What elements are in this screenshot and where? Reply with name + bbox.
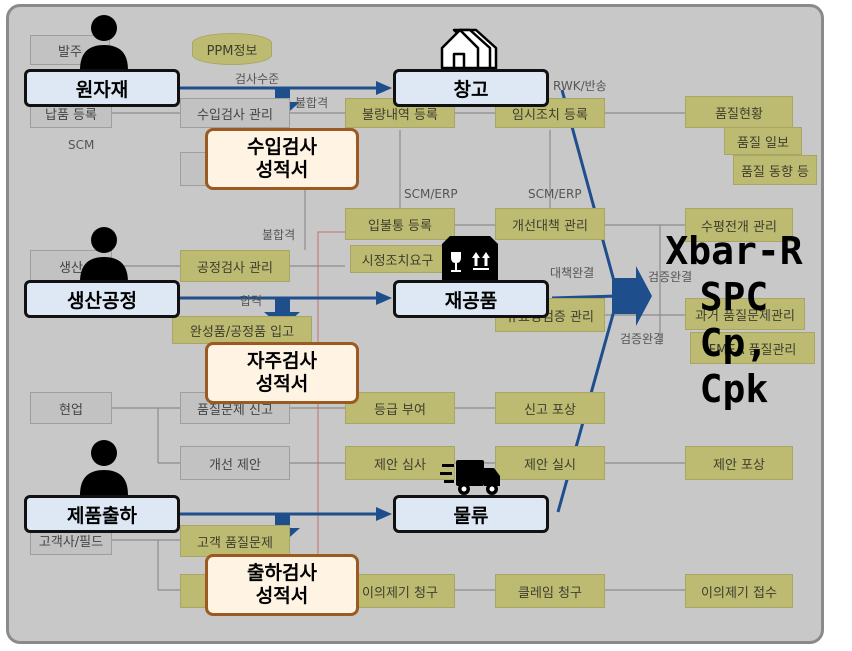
process-insp-box: 공정검사 관리 <box>180 250 290 282</box>
proposal-reward-box: 제안 포상 <box>685 446 793 480</box>
shipment-node: 제품출하 <box>24 495 180 533</box>
label-fail-2: 불합격 <box>262 228 296 242</box>
self-report: 자주검사 성적서 <box>205 342 359 404</box>
claim-charge-box: 클레임 청구 <box>495 574 605 608</box>
spc-line-1: Xbar-R <box>665 229 803 273</box>
past-problem-box: 과거 품질문제관리 <box>685 298 805 330</box>
spc-label: Xbar-R SPC Cp, Cpk <box>654 228 814 412</box>
spc-arrow-head <box>612 266 652 326</box>
claim-receive-box: 이의제기 접수 <box>685 574 793 608</box>
grade-box: 등급 부여 <box>345 392 455 424</box>
quality-status-box: 품질현황 <box>685 96 793 128</box>
production-node: 생산공정 <box>24 280 180 318</box>
warehouse-node: 창고 <box>393 69 549 107</box>
proposal-impl-box: 제안 실시 <box>495 446 605 480</box>
horizontal-mgmt-box: 수평전개 관리 <box>685 208 793 242</box>
label-scm-erp-1: SCM/ERP <box>404 187 458 201</box>
temp-action-box: 임시조치 등록 <box>495 98 605 128</box>
spc-line-3: Cp, Cpk <box>699 321 769 411</box>
proposal-review-box: 제안 심사 <box>345 446 455 480</box>
outgoing-report: 출하검사 성적서 <box>205 554 359 616</box>
label-verify-done-2: 검증완결 <box>620 332 665 346</box>
label-rwk: RWK/반송 <box>553 79 607 93</box>
inout-reg-box: 입불통 등록 <box>345 208 455 240</box>
report-reward-box: 신고 포상 <box>495 392 605 424</box>
outgoing-report-line1: 출하검사 <box>247 562 317 585</box>
label-scm: SCM <box>68 138 95 152</box>
improve-mgmt-box: 개선대책 관리 <box>495 208 605 240</box>
outgoing-report-line2: 성적서 <box>255 585 309 607</box>
incoming-report: 수입검사 성적서 <box>205 128 359 190</box>
finished-insp-box: 완성품/공정품 입고 <box>172 316 312 344</box>
box-icon <box>442 236 498 282</box>
onsite-action-box: 시정조치요구 <box>350 245 445 273</box>
person-icon <box>80 15 128 70</box>
claim-req-box: 이의제기 청구 <box>345 574 455 608</box>
site-box: 현업 <box>30 392 112 424</box>
self-report-line1: 자주검사 <box>247 350 317 373</box>
label-verify-done-1: 검증완결 <box>648 270 693 284</box>
label-incoming-level: 검사수준 <box>235 72 280 86</box>
spc-line-2: SPC <box>699 275 769 319</box>
incoming-report-line2: 성적서 <box>255 159 309 181</box>
customer-issue-box: 고객 품질문제 <box>180 525 290 557</box>
label-fail-1: 불합격 <box>295 96 329 110</box>
label-pass: 합격 <box>240 294 263 308</box>
label-action-done: 대책완결 <box>550 266 595 280</box>
quality-trend-box: 품질 동향 등 <box>733 155 817 185</box>
person-icon <box>80 227 128 282</box>
incoming-report-line1: 수입검사 <box>247 136 317 159</box>
fmea-box: FMEA 품질관리 <box>690 332 815 364</box>
ppm-box: PPM정보 <box>192 33 272 65</box>
house-icon <box>440 28 498 70</box>
self-report-line2: 성적서 <box>255 373 309 395</box>
quality-daily-box: 품질 일보 <box>724 127 802 155</box>
raw-material-node: 원자재 <box>24 69 180 107</box>
truck-icon <box>440 460 500 495</box>
logistics-node: 물류 <box>393 495 549 533</box>
improve-proposal-box: 개선 제안 <box>180 446 290 480</box>
person-icon <box>80 440 128 495</box>
incoming-mgmt-box: 수입검사 관리 <box>180 98 290 128</box>
label-scm-erp-2: SCM/ERP <box>528 187 582 201</box>
wip-node: 재공품 <box>393 280 549 318</box>
